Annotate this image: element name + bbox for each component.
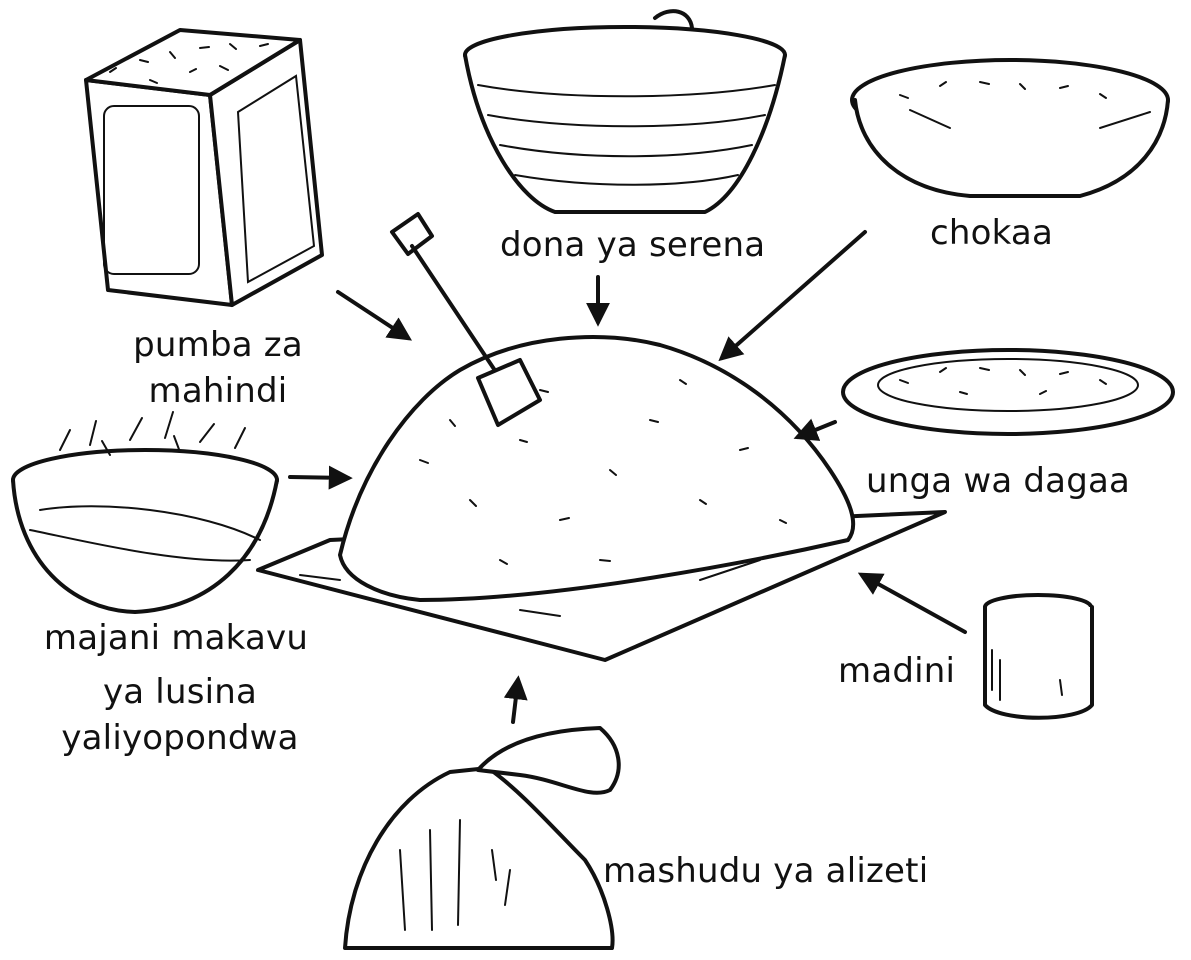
label-mashudu: mashudu ya alizeti: [603, 848, 928, 894]
label-madini: madini: [838, 648, 955, 694]
label-pumba-line2: mahindi: [128, 368, 308, 414]
label-majani-line1: majani makavu: [17, 615, 335, 661]
chokaa-dish-icon: [852, 60, 1168, 196]
label-majani-line2: ya lusina: [25, 669, 335, 715]
bowl-icon: [13, 412, 277, 612]
plate-icon: [843, 350, 1173, 434]
arrow-madini: [862, 575, 965, 632]
label-dona: dona ya serena: [500, 222, 765, 268]
arrow-mashudu: [513, 680, 518, 722]
arrow-majani: [290, 477, 348, 478]
box-icon: [86, 30, 322, 305]
basket-icon: [465, 11, 785, 212]
label-majani-line3: yaliyopondwa: [25, 715, 335, 761]
label-pumba-line1: pumba za: [128, 322, 308, 368]
label-chokaa: chokaa: [930, 210, 1053, 256]
label-pumba: pumba za mahindi: [128, 322, 308, 414]
can-icon: [985, 595, 1092, 718]
arrow-unga: [798, 422, 835, 437]
arrow-pumba: [338, 292, 408, 338]
sack-icon: [345, 728, 619, 948]
label-unga: unga wa dagaa: [866, 458, 1130, 504]
label-majani: majani makavu ya lusina yaliyopondwa: [25, 615, 335, 761]
